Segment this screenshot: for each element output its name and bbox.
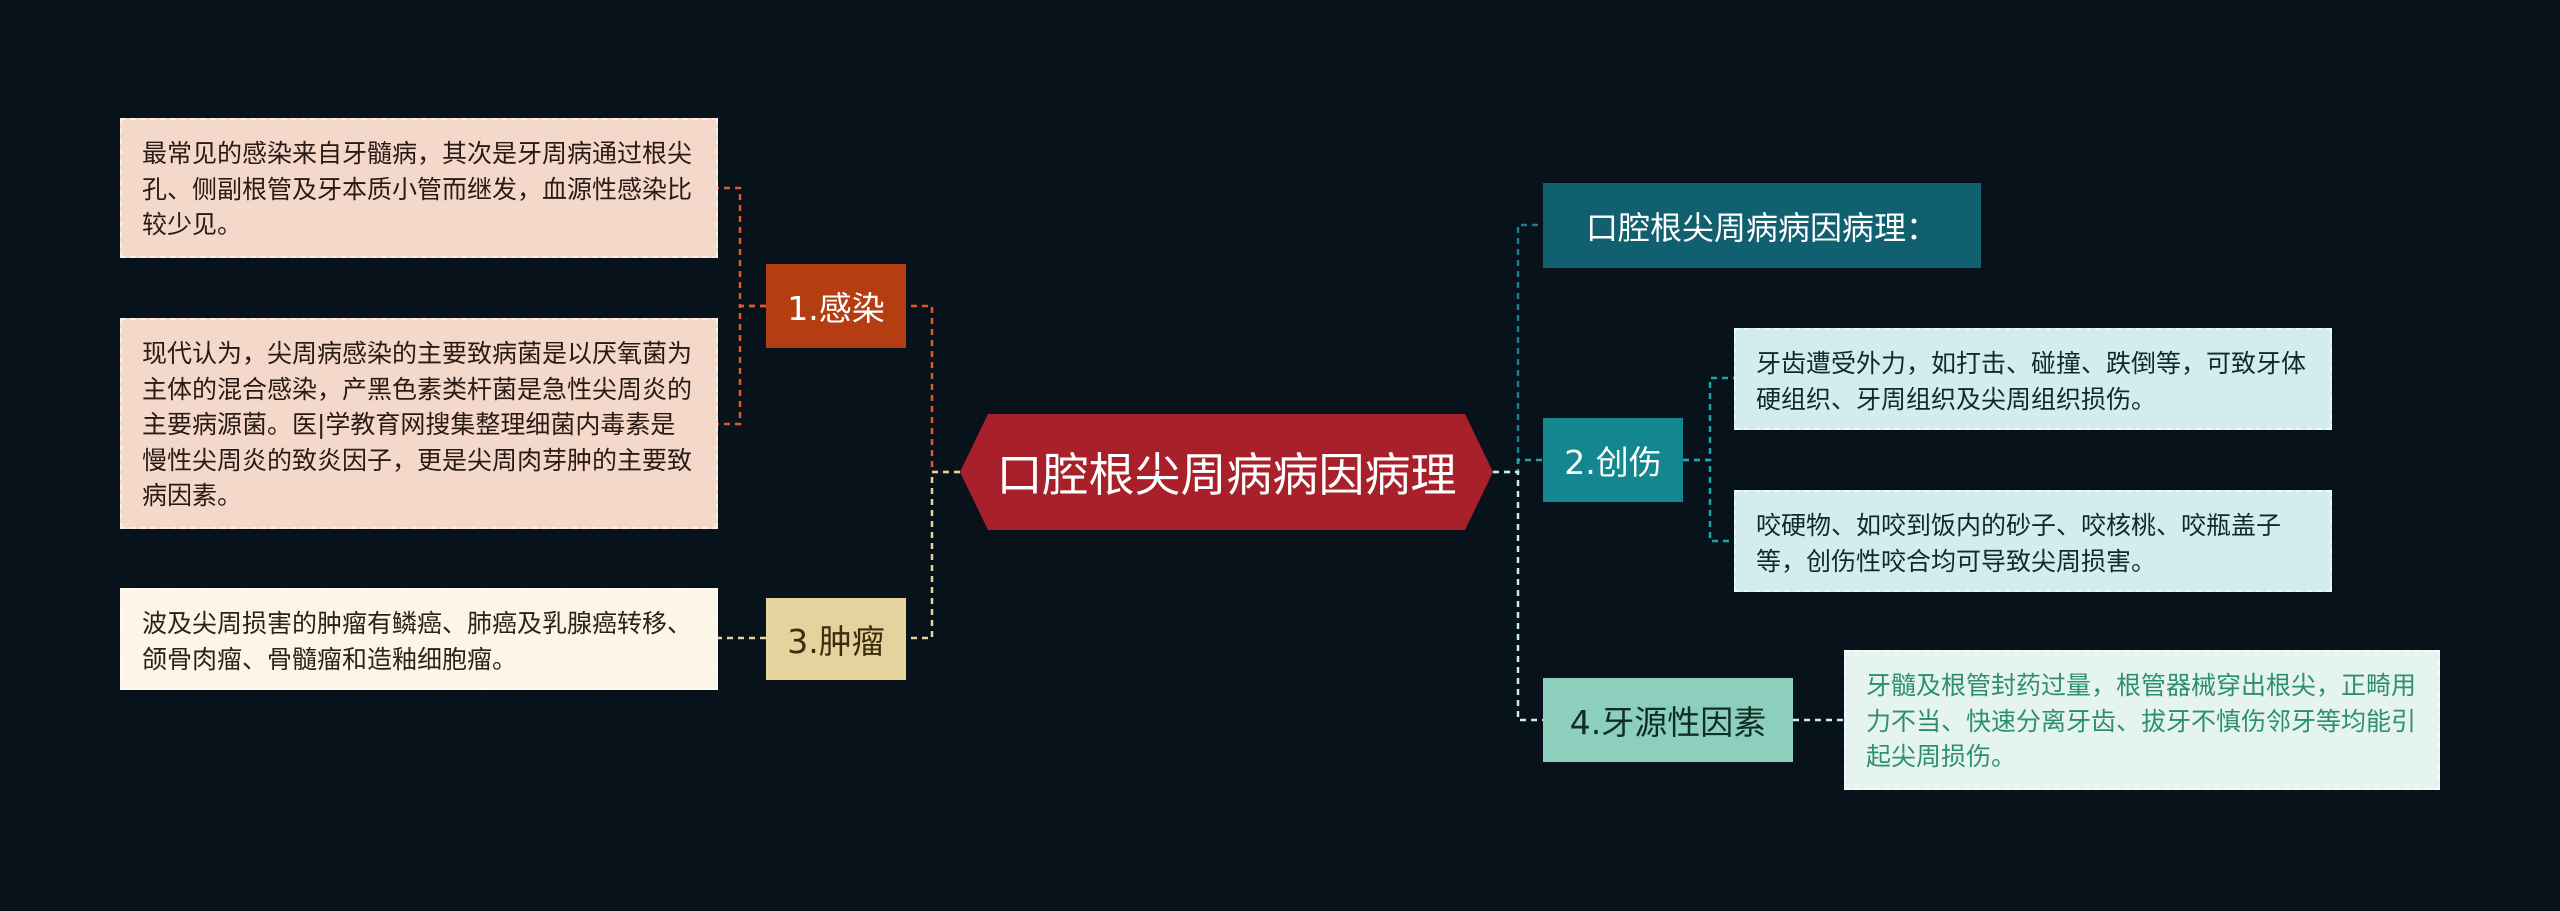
root-title: 口腔根尖周病病因病理: [996, 448, 1457, 502]
trauma-leaf-2-text: 咬硬物、如咬到饭内的砂子、咬核桃、咬瓶盖子等，创伤性咬合均可导致尖周损害。: [1756, 511, 2282, 576]
link-root-iatrogenic: [1493, 470, 1543, 722]
branch-trauma[interactable]: 2.创伤: [1543, 418, 1683, 502]
infection-leaf-2-text: 现代认为，尖周病感染的主要致病菌是以厌氧菌为主体的混合感染，产黑色素类杆菌是急性…: [142, 339, 693, 510]
link-trauma-leaf1: [1683, 376, 1734, 462]
tumor-leaf-1[interactable]: 波及尖周损害的肿瘤有鳞癌、肺癌及乳腺癌转移、颌骨肉瘤、骨髓瘤和造釉细胞瘤。: [120, 588, 718, 690]
tumor-leaf-1-text: 波及尖周损害的肿瘤有鳞癌、肺癌及乳腺癌转移、颌骨肉瘤、骨髓瘤和造釉细胞瘤。: [142, 609, 693, 674]
link-infection-leaf1: [718, 186, 766, 308]
branch-tumor-label: 3.肿瘤: [787, 622, 885, 661]
link-root-trauma: [1493, 458, 1543, 474]
branch-iatrogenic[interactable]: 4.牙源性因素: [1543, 678, 1793, 762]
link-trauma-leaf2: [1683, 458, 1734, 543]
infection-leaf-2[interactable]: 现代认为，尖周病感染的主要致病菌是以厌氧菌为主体的混合感染，产黑色素类杆菌是急性…: [120, 318, 718, 529]
branch-infection-label: 1.感染: [787, 289, 885, 328]
infection-leaf-1[interactable]: 最常见的感染来自牙髓病，其次是牙周病通过根尖孔、侧副根管及牙本质小管而继发，血源…: [120, 118, 718, 258]
link-root-infection: [906, 304, 960, 474]
link-root-summary: [1493, 223, 1543, 474]
branch-tumor[interactable]: 3.肿瘤: [766, 598, 906, 680]
root-topic[interactable]: 口腔根尖周病病因病理: [960, 414, 1493, 530]
link-root-tumor: [906, 470, 960, 640]
branch-infection[interactable]: 1.感染: [766, 264, 906, 348]
iatrogenic-leaf-1[interactable]: 牙髓及根管封药过量，根管器械穿出根尖，正畸用力不当、快速分离牙齿、拔牙不慎伤邻牙…: [1844, 650, 2440, 790]
branch-summary-label: 口腔根尖周病病因病理：: [1585, 208, 1938, 247]
infection-leaf-1-text: 最常见的感染来自牙髓病，其次是牙周病通过根尖孔、侧副根管及牙本质小管而继发，血源…: [142, 139, 693, 239]
trauma-leaf-1-text: 牙齿遭受外力，如打击、碰撞、跌倒等，可致牙体硬组织、牙周组织及尖周组织损伤。: [1756, 349, 2307, 414]
iatrogenic-leaf-1-text: 牙髓及根管封药过量，根管器械穿出根尖，正畸用力不当、快速分离牙齿、拔牙不慎伤邻牙…: [1866, 671, 2417, 771]
branch-iatrogenic-label: 4.牙源性因素: [1569, 703, 1767, 742]
trauma-leaf-1[interactable]: 牙齿遭受外力，如打击、碰撞、跌倒等，可致牙体硬组织、牙周组织及尖周组织损伤。: [1734, 328, 2332, 430]
branch-trauma-label: 2.创伤: [1564, 443, 1662, 482]
link-infection-leaf2: [718, 304, 766, 426]
trauma-leaf-2[interactable]: 咬硬物、如咬到饭内的砂子、咬核桃、咬瓶盖子等，创伤性咬合均可导致尖周损害。: [1734, 490, 2332, 592]
branch-summary[interactable]: 口腔根尖周病病因病理：: [1543, 183, 1981, 268]
